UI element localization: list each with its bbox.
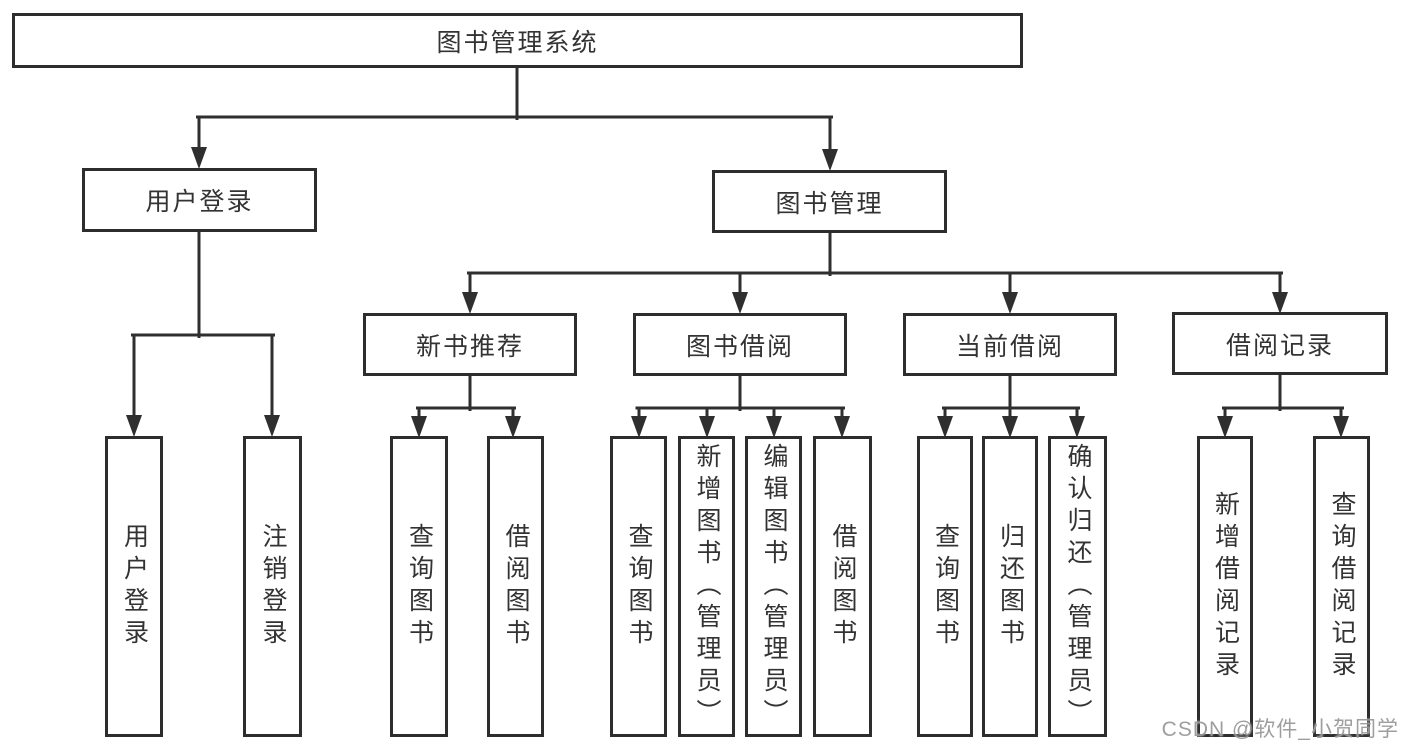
node-new-book-recommendation: 新书推荐 [363, 313, 577, 376]
leaf-query-borrow-record: 查询借阅记录 [1313, 436, 1370, 737]
leaf-add-borrow-record: 新增借阅记录 [1197, 436, 1253, 737]
leaf-add-books-admin: 新增图书（管理员） [678, 436, 735, 737]
leaf-borrow-books-recommend: 借阅图书 [487, 436, 544, 737]
leaf-borrow-books-borrowing: 借阅图书 [813, 436, 872, 737]
leaf-edit-books-admin: 编辑图书（管理员） [745, 436, 802, 737]
leaf-query-books-recommend: 查询图书 [390, 436, 448, 737]
node-book-management: 图书管理 [712, 170, 947, 233]
leaf-query-books-borrowing: 查询图书 [610, 436, 667, 737]
leaf-query-books-current: 查询图书 [917, 436, 973, 737]
node-library-management-system: 图书管理系统 [12, 13, 1023, 68]
node-borrowing-records: 借阅记录 [1172, 312, 1388, 375]
leaf-user-login: 用户登录 [105, 436, 163, 737]
watermark-text: CSDN @软件_小贺同学 [1161, 718, 1399, 741]
node-book-borrowing: 图书借阅 [633, 313, 847, 376]
node-current-borrowing: 当前借阅 [903, 313, 1117, 376]
leaf-logout-login: 注销登录 [243, 436, 302, 737]
leaf-confirm-return-admin: 确认归还（管理员） [1048, 436, 1107, 737]
leaf-return-books: 归还图书 [982, 436, 1038, 737]
node-user-login: 用户登录 [82, 168, 317, 232]
